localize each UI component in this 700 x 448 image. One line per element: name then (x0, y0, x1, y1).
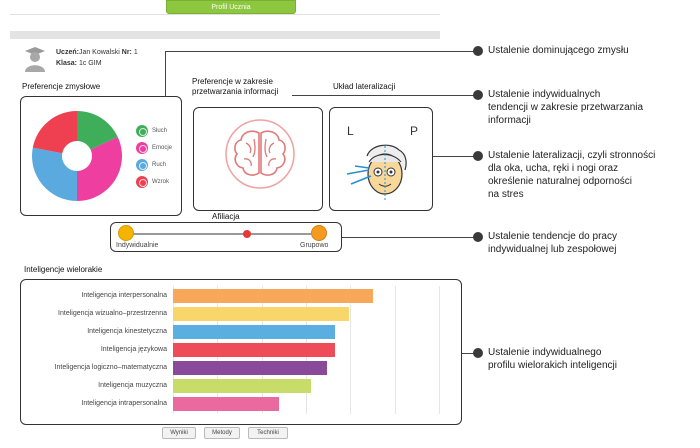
brain-icon (225, 119, 295, 189)
student-name-label: Uczeń: (56, 49, 79, 56)
legend-item: Słuch (136, 124, 172, 138)
leader-line-processing (292, 95, 477, 96)
callout-affiliation-line1: Ustalenie tendencje do pracy (488, 231, 617, 242)
affiliation-panel (110, 222, 342, 252)
legend-dot-icon (136, 125, 148, 137)
donut-slice-słuch (77, 111, 118, 150)
methods-button[interactable]: Metody (204, 427, 240, 439)
callout-intelligences-line1: Ustalenie indywidualnego (488, 347, 602, 358)
affiliation-marker (243, 230, 251, 238)
legend-label: Wzrok (152, 179, 169, 185)
legend-item: Ruch (136, 158, 172, 172)
student-nr: 1 (133, 49, 138, 56)
chart-bar (173, 289, 373, 303)
callout-affiliation-line2: indywidualnej lub zespołowej (488, 244, 617, 255)
callout-processing: Ustalenie indywidualnych tendencji w zak… (488, 88, 643, 127)
chart-bar (173, 343, 336, 357)
techniques-button[interactable]: Techniki (248, 427, 288, 439)
donut-slice-ruch (31, 147, 77, 201)
chart-category-label: Inteligencja interpersonalna (81, 292, 167, 299)
leader-line-sensory-v (165, 51, 166, 97)
callout-sensory: Ustalenie dominującego zmysłu (488, 44, 629, 57)
callout-lateralization-line4: na stres (488, 189, 524, 200)
student-name-line: Uczeń:Jan Kowalski Nr: 1 (56, 49, 138, 56)
chart-category-label: Inteligencja językowa (100, 346, 167, 353)
chart-category-label: Inteligencja kinestetyczna (87, 328, 167, 335)
callout-dot-2 (473, 90, 483, 100)
chart-title: Inteligencje wielorakie (24, 265, 103, 274)
top-divider (10, 14, 440, 15)
donut-slice-emocje (77, 136, 123, 201)
legend-dot-icon (136, 176, 148, 188)
lateralization-letter-left: L (347, 124, 354, 138)
callout-lateralization-line3: określenie naturalnej odporności (488, 176, 632, 187)
chart-category-label: Inteligencja logiczno–matematyczna (54, 364, 167, 371)
chart-bar (173, 361, 328, 375)
callout-dot-3 (473, 151, 483, 161)
leader-line-intelligences (462, 353, 477, 354)
callout-dot-4 (473, 232, 483, 242)
callout-affiliation: Ustalenie tendencje do pracy indywidualn… (488, 230, 617, 256)
processing-title-line2: przetwarzania informacji (192, 87, 279, 96)
sensory-donut-chart (31, 111, 123, 201)
leader-line-lateralization (433, 156, 477, 157)
callout-dot-1 (473, 46, 483, 56)
chart-gridline (394, 286, 396, 414)
callout-dot-5 (473, 348, 483, 358)
chart-gridline (350, 286, 352, 414)
chart-category-label: Inteligencja muzyczna (98, 382, 167, 389)
callout-processing-line2: tendencji w zakresie przetwarzania (488, 102, 644, 113)
callout-intelligences-line2: profilu wielorakich inteligencji (488, 360, 617, 371)
legend-item: Wzrok (136, 175, 172, 189)
chart-category-label: Inteligencja wizualno–przestrzenna (58, 310, 167, 317)
processing-panel (193, 107, 323, 211)
face-lateralization-icon (346, 144, 407, 202)
chart-bar (173, 307, 349, 321)
legend-dot-icon (136, 142, 148, 154)
legend-label: Słuch (152, 128, 168, 134)
affiliation-group-icon (311, 225, 327, 241)
student-avatar-icon (25, 47, 45, 72)
callout-processing-line1: Ustalenie indywidualnych (488, 89, 601, 100)
chart-category-label: Inteligencja intrapersonalna (81, 400, 167, 407)
student-class: 1c GIM (78, 60, 102, 67)
processing-title-line1: Preferencje w zakresie (192, 77, 273, 86)
student-class-line: Klasa: 1c GIM (56, 60, 102, 67)
affiliation-individual-icon (118, 225, 134, 241)
callout-intelligences: Ustalenie indywidualnego profilu wielora… (488, 346, 617, 372)
donut-slice-wzrok (32, 111, 77, 154)
chart-bar (173, 397, 280, 411)
chart-bar (173, 379, 312, 393)
affiliation-title: Afiliacja (212, 212, 240, 221)
student-class-label: Klasa: (56, 60, 78, 67)
profile-button[interactable]: Profil Ucznia (166, 0, 296, 14)
results-button[interactable]: Wyniki (162, 427, 196, 439)
student-nr-label: Nr: (121, 49, 132, 56)
leader-line-sensory-h (165, 51, 477, 52)
header-bar (10, 31, 440, 39)
legend-item: Emocje (136, 141, 172, 155)
callout-lateralization-line1: Ustalenie lateralizacji, czyli stronnośc… (488, 150, 656, 161)
legend-label: Ruch (152, 162, 167, 168)
callout-lateralization: Ustalenie lateralizacji, czyli stronnośc… (488, 149, 655, 201)
chart-bar (173, 325, 336, 339)
affiliation-scale-line (123, 233, 311, 235)
callout-lateralization-line2: dla oka, ucha, ręki i nogi oraz (488, 163, 619, 174)
affiliation-right-label: Grupowo (300, 242, 329, 249)
callout-sensory-line1: Ustalenie dominującego zmysłu (488, 45, 629, 56)
lateralization-letter-right: P (410, 124, 419, 138)
sensory-title: Preferencje zmysłowe (22, 82, 101, 91)
leader-line-affiliation (342, 237, 477, 238)
legend-label: Emocje (152, 145, 173, 151)
lateralization-title: Układ lateralizacji (333, 82, 396, 91)
legend-dot-icon (136, 159, 148, 171)
student-name: Jan Kowalski (78, 49, 120, 56)
affiliation-left-label: Indywidualnie (116, 242, 159, 249)
chart-gridline (439, 286, 440, 414)
callout-processing-line3: informacji (488, 115, 531, 126)
processing-title: Preferencje w zakresie przetwarzania inf… (192, 77, 278, 97)
